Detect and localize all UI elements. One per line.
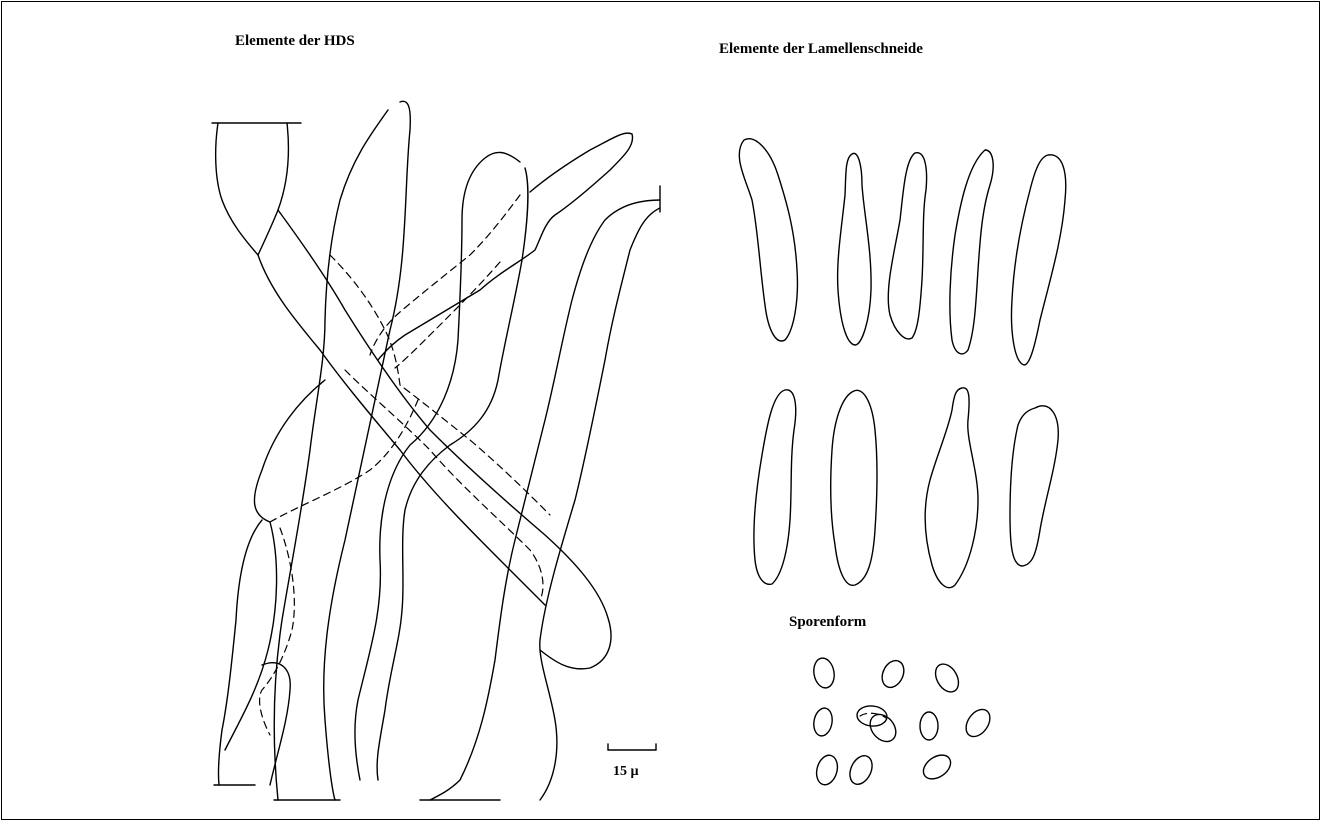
spore-10 <box>846 752 877 788</box>
cheilocystidium-3 <box>888 153 926 339</box>
cheilocystidium-1 <box>739 139 797 341</box>
cheilocystidium-9 <box>1010 406 1058 566</box>
hds-hypha-central <box>274 101 410 800</box>
spore-9 <box>813 753 840 787</box>
cheilocystidium-4 <box>950 150 993 354</box>
cheilocystidium-5 <box>1012 155 1066 365</box>
hds-hypha-bottomleft <box>218 380 325 785</box>
cheilocystidium-2 <box>838 153 871 345</box>
spore-2 <box>878 657 908 691</box>
spore-4 <box>812 707 835 738</box>
spore-7 <box>920 712 938 740</box>
spores-group <box>812 656 995 787</box>
hds-hypha-right-long <box>430 200 660 800</box>
hds-hypha-midright <box>355 152 528 780</box>
spore-11 <box>919 750 955 784</box>
spore-8 <box>961 705 995 741</box>
hds-hypha-diagonal-b <box>258 255 545 605</box>
hds-hypha-right <box>378 133 633 360</box>
cheilocystidium-8 <box>925 388 978 588</box>
hds-hypha-diagonal-dashed-a <box>330 255 550 515</box>
spore-6 <box>865 709 901 746</box>
cheilocystidium-7 <box>831 390 877 585</box>
hds-hypha-topleft <box>216 123 289 255</box>
spore-1 <box>812 656 837 689</box>
cheilocystidium-6 <box>754 390 796 584</box>
hds-hyphae-group <box>212 101 660 800</box>
cheilocystidia-group <box>739 139 1065 588</box>
scale-bar <box>608 744 656 750</box>
hds-hypha-dashed-upper <box>370 195 520 368</box>
spore-3 <box>931 660 963 696</box>
